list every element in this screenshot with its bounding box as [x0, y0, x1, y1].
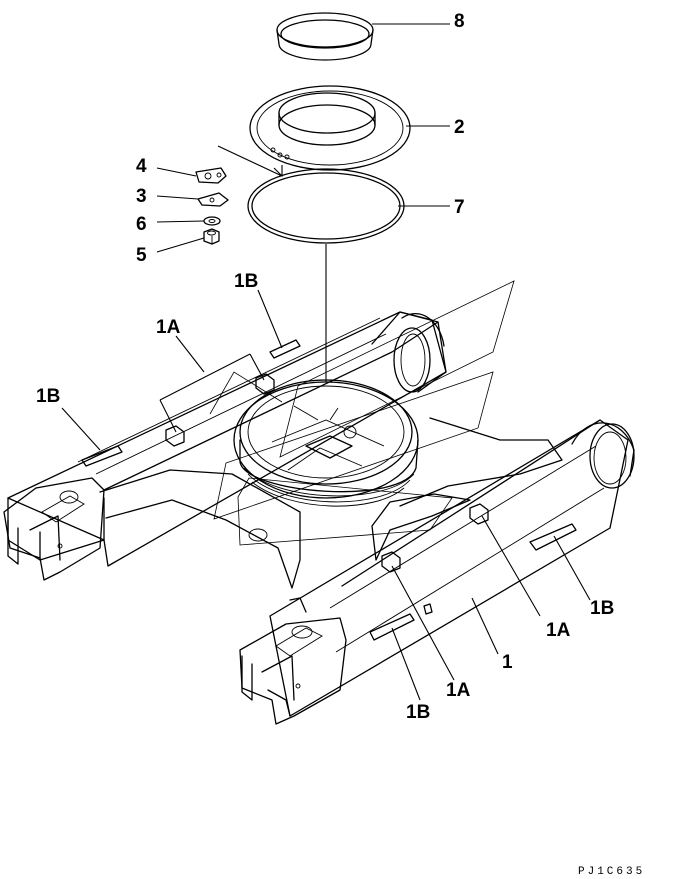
callout-1: 1 [502, 652, 513, 673]
callout-1b-right: 1B [590, 598, 614, 619]
callout-3: 3 [136, 186, 147, 207]
callout-1a-top: 1A [156, 317, 181, 338]
callout-1b-top: 1B [234, 271, 258, 292]
shim-icon [197, 192, 229, 207]
leader-lines [61, 23, 591, 701]
callout-1a-bottom: 1A [446, 680, 471, 701]
swing-bearing-ring-icon [249, 85, 411, 171]
plate-icon [195, 167, 227, 184]
drawing-code: PJ1C635 [578, 866, 645, 878]
track-frame-icon [3, 280, 635, 725]
callout-5: 5 [136, 245, 147, 266]
seal-ring-icon [276, 12, 374, 61]
callout-1b-left: 1B [36, 386, 60, 407]
callout-8: 8 [454, 11, 465, 32]
callout-2: 2 [454, 117, 465, 138]
nut-icon [203, 228, 220, 245]
o-ring-icon [247, 168, 405, 244]
callout-1b-bottom: 1B [406, 702, 430, 723]
callout-7: 7 [454, 197, 465, 218]
callout-4: 4 [136, 156, 147, 177]
washer-icon [203, 216, 221, 226]
callout-1a-right: 1A [546, 620, 571, 641]
callout-6: 6 [136, 214, 147, 235]
